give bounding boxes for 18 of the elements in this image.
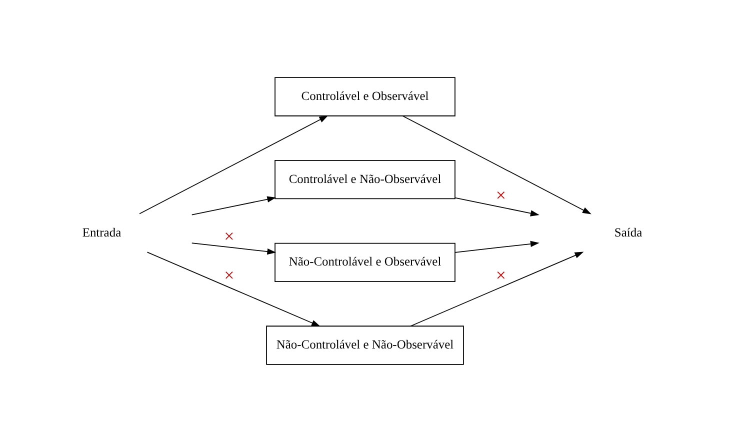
node-box: Não-Controlável e Observável xyxy=(274,242,456,282)
edge-label: × xyxy=(224,225,234,246)
node-box: Controlável e Não-Observável xyxy=(274,159,456,199)
arrow xyxy=(454,196,540,216)
arrow xyxy=(191,242,276,254)
arrow xyxy=(191,196,276,215)
node-text: Saída xyxy=(614,224,642,239)
edge-label: × xyxy=(224,264,234,285)
edge-label: × xyxy=(496,264,506,285)
arrow xyxy=(454,240,540,252)
node-box: Controlável e Observável xyxy=(274,76,456,116)
node-box: Não-Controlável e Não-Observável xyxy=(266,325,464,364)
arrow xyxy=(402,115,592,214)
arrow xyxy=(139,114,328,214)
node-text: Entrada xyxy=(82,224,122,239)
arrow xyxy=(146,251,320,326)
edge-label: × xyxy=(496,184,506,204)
arrow xyxy=(410,251,584,326)
